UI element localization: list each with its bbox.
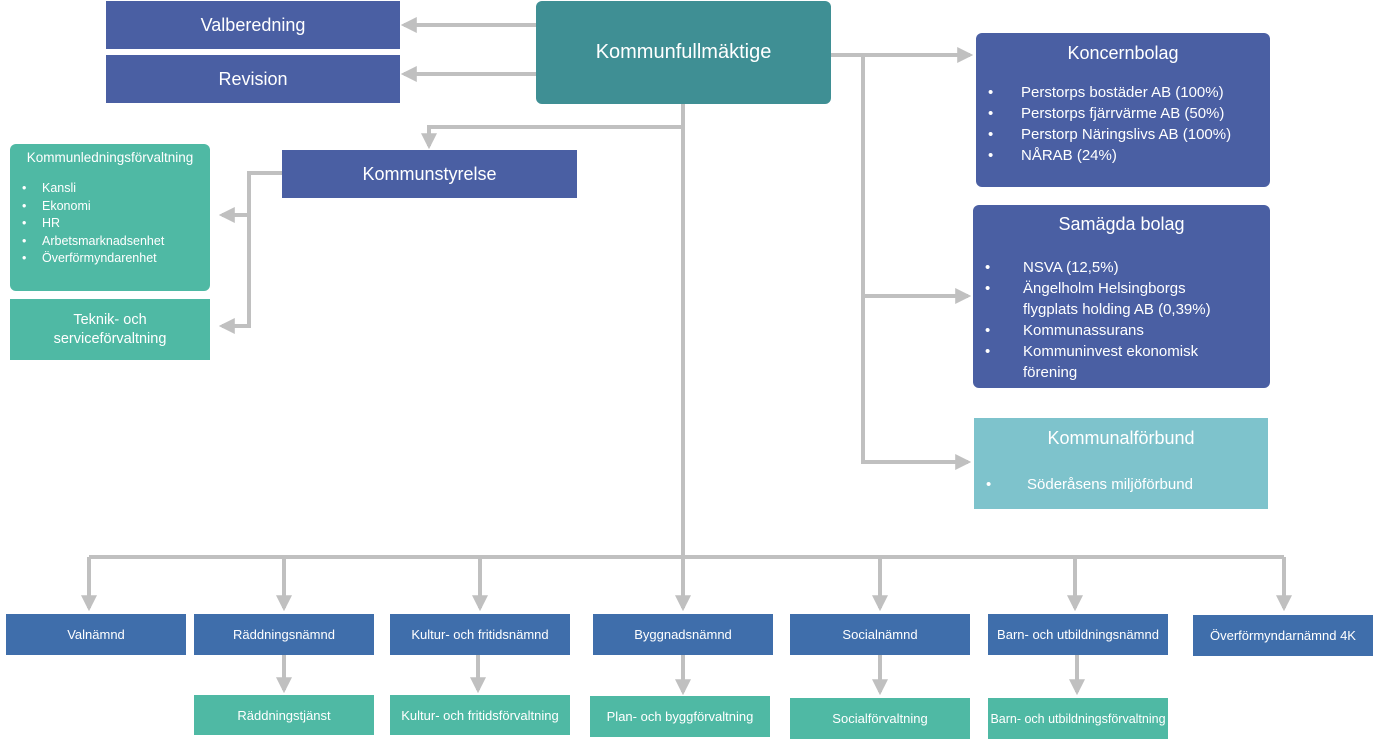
- teknik-box: Teknik- och serviceförvaltning: [10, 299, 210, 360]
- forvaltning-label: Räddningstjänst: [237, 707, 331, 723]
- samagda-item: NSVA (12,5%): [973, 257, 1230, 278]
- namnd-box-social: Socialnämnd: [790, 614, 970, 655]
- namnd-box-kultur: Kultur- och fritidsnämnd: [390, 614, 570, 655]
- samagda-item: Kommunassurans: [973, 320, 1230, 341]
- kommunalforbund-box: Kommunalförbund Söderåsens miljöförbund: [974, 418, 1268, 509]
- namnd-label: Överförmyndarnämnd 4K: [1210, 628, 1356, 643]
- samagda-title: Samägda bolag: [1058, 214, 1185, 234]
- forvaltning-box-kultur: Kultur- och fritidsförvaltning: [390, 695, 570, 735]
- forvaltning-label: Kultur- och fritidsförvaltning: [401, 707, 559, 723]
- samagda-item: Kommuninvest ekonomisk förening: [973, 341, 1230, 383]
- kommunfullmaktige-box: Kommunfullmäktige: [536, 1, 831, 104]
- kommunstyrelse-box: Kommunstyrelse: [282, 150, 577, 198]
- namnd-label: Byggnadsnämnd: [634, 627, 732, 642]
- samagda-item: Ängelholm Helsingborgs flygplats holding…: [973, 278, 1230, 320]
- kommunalforbund-list: Söderåsens miljöförbund: [974, 474, 1268, 495]
- revision-box: Revision: [106, 55, 400, 103]
- valberedning-label: Valberedning: [200, 14, 306, 35]
- namnd-box-barn: Barn- och utbildningsnämnd: [988, 614, 1168, 655]
- kommunledning-item: Överförmyndarenhet: [10, 250, 210, 268]
- samagda-box: Samägda bolag NSVA (12,5%) Ängelholm Hel…: [973, 205, 1270, 388]
- forvaltning-box-raddning: Räddningstjänst: [194, 695, 374, 735]
- koncernbolag-list: Perstorps bostäder AB (100%) Perstorps f…: [976, 82, 1270, 166]
- forvaltning-label: Barn- och utbildningsförvaltning: [990, 711, 1166, 726]
- koncernbolag-box: Koncernbolag Perstorps bostäder AB (100%…: [976, 33, 1270, 187]
- namnd-box-raddning: Räddningsnämnd: [194, 614, 374, 655]
- namnd-box-overformyndare: Överförmyndarnämnd 4K: [1193, 615, 1373, 656]
- kommunledning-box: Kommunledningsförvaltning Kansli Ekonomi…: [10, 144, 210, 291]
- revision-label: Revision: [218, 68, 288, 89]
- samagda-list: NSVA (12,5%) Ängelholm Helsingborgs flyg…: [973, 257, 1270, 383]
- kommunledning-item: Ekonomi: [10, 198, 210, 216]
- koncernbolag-item: NÅRAB (24%): [976, 145, 1270, 166]
- forvaltning-box-plan: Plan- och byggförvaltning: [590, 696, 770, 737]
- kommunledning-title: Kommunledningsförvaltning: [26, 150, 194, 165]
- kommunalforbund-title: Kommunalförbund: [1047, 428, 1195, 448]
- forvaltning-box-social: Socialförvaltning: [790, 698, 970, 739]
- namnd-box-bygg: Byggnadsnämnd: [593, 614, 773, 655]
- kommunledning-item: Kansli: [10, 180, 210, 198]
- namnd-label: Valnämnd: [67, 627, 125, 642]
- forvaltning-box-barn: Barn- och utbildningsförvaltning: [988, 698, 1168, 739]
- kommunledning-list: Kansli Ekonomi HR Arbetsmarknadsenhet Öv…: [10, 180, 210, 268]
- namnd-label: Socialnämnd: [842, 627, 918, 642]
- namnd-label: Barn- och utbildningsnämnd: [997, 627, 1159, 642]
- forvaltning-label: Plan- och byggförvaltning: [606, 709, 754, 724]
- koncernbolag-item: Perstorps bostäder AB (100%): [976, 82, 1270, 103]
- valberedning-box: Valberedning: [106, 1, 400, 49]
- namnd-label: Räddningsnämnd: [233, 627, 335, 642]
- koncernbolag-item: Perstorp Näringslivs AB (100%): [976, 124, 1270, 145]
- kommunstyrelse-label: Kommunstyrelse: [362, 163, 497, 184]
- forvaltning-label: Socialförvaltning: [832, 711, 928, 726]
- namnd-label: Kultur- och fritidsnämnd: [411, 627, 549, 642]
- kommunledning-item: Arbetsmarknadsenhet: [10, 233, 210, 251]
- teknik-label: Teknik- och serviceförvaltning: [53, 311, 167, 347]
- namnd-box-valnamnd: Valnämnd: [6, 614, 186, 655]
- kommunledning-item: HR: [10, 215, 210, 233]
- kommunalforbund-item: Söderåsens miljöförbund: [974, 474, 1268, 495]
- koncernbolag-item: Perstorps fjärrvärme AB (50%): [976, 103, 1270, 124]
- kommunfullmaktige-label: Kommunfullmäktige: [595, 41, 772, 63]
- koncernbolag-title: Koncernbolag: [1067, 43, 1179, 63]
